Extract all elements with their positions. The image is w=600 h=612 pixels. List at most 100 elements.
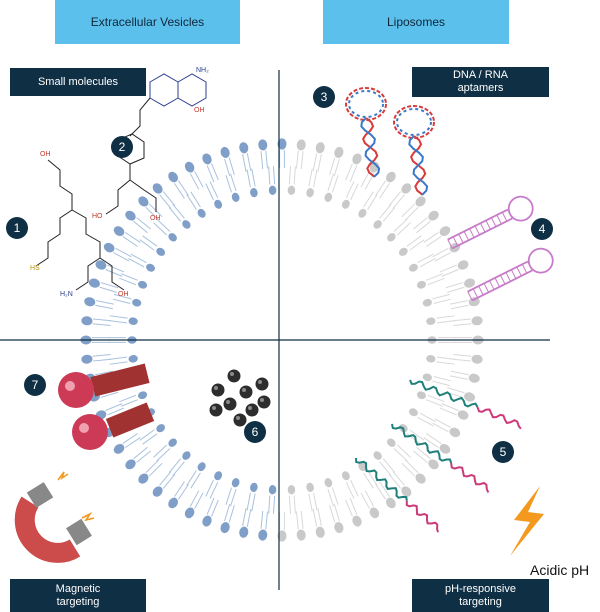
hairpin-icon [467,247,554,302]
lipid-tail [178,180,189,196]
lipid-head [324,478,333,488]
lipid-tail [423,437,439,448]
lipid-head [398,247,408,256]
lipid-tail [133,446,148,460]
lipid-tail [246,492,251,511]
lipid-head [315,142,325,154]
lipid-tail [113,252,130,262]
lipid-head [315,526,325,538]
lipid-tail [145,206,160,221]
lipid-tail [379,204,392,219]
lipid-head [231,478,240,488]
svg-text:OH: OH [40,151,51,158]
folate-molecule-icon: NH₂ OH HO OH [92,67,209,222]
lipid-head [296,529,306,541]
nanoparticle-cluster [209,369,271,427]
lipid-head [471,354,483,364]
lipid-tail [225,487,232,505]
lipid-tail [437,356,455,360]
lipid-head [214,199,223,209]
lipid-tail [409,429,425,441]
lipid-tail [416,220,431,234]
lipid-tail [139,239,155,251]
ph-peptide-icon [391,423,490,493]
lipid-tail [189,490,200,507]
lipid-tail [268,495,271,514]
ph-peptide-pink [405,500,440,533]
lipid-tail [148,462,163,477]
glutathione-molecule-icon: OH HS H₂N OH [30,151,129,298]
lipid-head [464,392,476,402]
hairpin-rung [521,264,528,274]
lipid-tail [332,175,339,193]
lipid-tail [293,495,296,514]
hairpin-rung [467,291,473,301]
lipid-tail [168,458,182,473]
lipid-tail [327,173,334,192]
hairpin-rung [485,220,491,230]
lipid-head [422,373,432,382]
nanoparticle-highlight [230,372,234,376]
lipid-tail [272,166,276,185]
lipid-tail [268,166,271,185]
label-ph-line2: targeting [459,595,502,608]
badge-1: 1 [6,217,28,239]
lipid-head [137,391,148,400]
horseshoe-magnet-icon [14,471,95,563]
aptamer-icon [393,105,435,196]
lipid-head [168,497,178,509]
lipid-head [138,196,149,207]
lipid-head [416,391,427,400]
lipid-tail [172,461,185,476]
hairpin-rung [469,228,475,238]
lipid-tail [317,154,322,172]
lipid-tail [426,433,442,444]
aptamer-loop-inner [396,108,432,136]
lipid-tail [109,320,127,324]
svg-text:HS: HS [30,265,40,272]
lipid-tail [439,264,457,273]
lipid-tail [439,407,457,416]
lipid-head [250,482,258,492]
lipid-tail [288,166,292,185]
lipid-tail [186,194,197,210]
lipid-tail [128,257,145,268]
lipid-tail [308,168,313,187]
lipid-head [202,515,212,527]
lipid-tail [388,474,402,489]
lipid-tail [153,444,167,458]
lipid-head [84,297,96,307]
lipid-tail [125,437,141,448]
lipid-tail [379,183,390,199]
lipid-head [152,183,163,194]
lipid-head [168,233,177,242]
lipid-head [128,355,138,363]
lipid-head [125,210,136,221]
lipid-tail [260,151,264,170]
lipid-tail [115,247,132,258]
lipid-tail [272,495,276,514]
hairpin-rung [516,266,522,277]
badge-5: 5 [492,441,514,463]
lipid-head [457,260,469,270]
lipid-tail [119,277,137,286]
lipid-tail [107,264,125,273]
lipid-tail [96,300,114,305]
nanoparticle-body [257,395,271,409]
hairpin-rung [494,277,500,288]
badge-7: 7 [24,374,46,396]
lipid-head [401,486,412,497]
hairpin-loop [527,247,554,274]
lipid-tail [419,257,436,268]
lipid-tail [401,462,416,477]
lipid-tail [363,191,374,208]
hairpin-rung [458,233,464,244]
aptamer-icon [345,87,387,178]
lipid-tail [260,510,264,529]
lipid-tail [145,459,160,474]
lipid-head [137,280,148,289]
lipid-head [352,153,362,165]
lipid-tail [425,399,444,407]
lipid-tail [382,458,396,473]
nanoparticle-body [239,385,253,399]
